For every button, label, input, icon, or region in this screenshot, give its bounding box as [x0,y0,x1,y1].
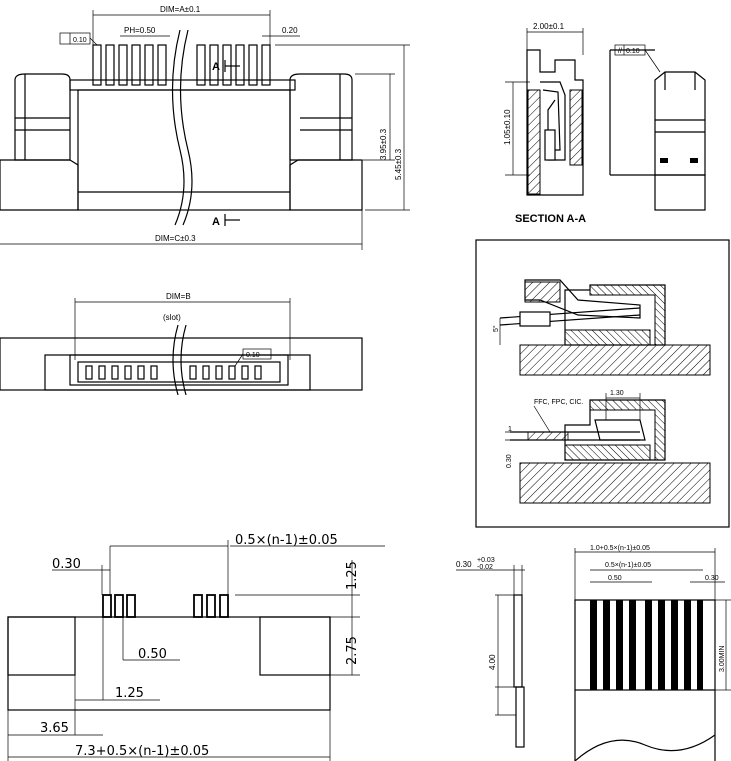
section-title: SECTION A-A [515,213,586,225]
slot-label: (slot) [163,313,181,322]
ffc-spec: 0.30 +0.03 -0.02 4.00 1.0+0.5×(n-1)±0.05… [456,545,731,761]
ffc-pitch: 0.50 [608,575,622,582]
pcb-pitch-span: 0.5×(n-1)±0.05 [235,533,338,548]
top-leads [92,44,271,86]
top-view: DIM=A±0.1 PH=0.50 0.10 0.20 [0,5,410,250]
pcb-layout: 0.5×(n-1)±0.05 0.30 1.25 2.75 0.50 [7,533,385,761]
svg-text://: // [618,48,622,55]
ffc-label: FFC, FPC, CIC. [534,399,583,406]
pitch-tolerance: 0.10 [73,37,87,44]
dim-b-label: DIM=B [166,292,191,301]
side-view: // 0.10 [609,44,706,211]
front-view: DIM=B (slot) 0.10 [0,292,363,396]
pcb-pad-space: 0.50 [138,647,167,662]
lead-width-label: 0.20 [282,26,298,35]
pcb-pad-length: 1.25 [345,561,360,590]
insert-angle: 5° [492,325,500,332]
section-width-label: 2.00±0.1 [533,22,565,31]
front-pins [85,365,262,380]
ffc-thickness: 0.30 [456,560,472,569]
pcb-height: 2.75 [345,636,360,665]
ffc-tol-lower: -0.02 [477,564,493,571]
section-view: 2.00±0.1 1.05±0.10 SECTION A-A [503,22,586,225]
ffc-overall: 1.0+0.5×(n-1)±0.05 [590,545,650,552]
ffc-thickness-label: 0.30 [506,454,513,468]
ffc-mark: 1 [508,426,512,433]
side-tolerance: 0.10 [626,48,640,55]
front-tolerance: 0.10 [246,352,260,359]
inset-detail: 5° 1.30 FFC, FPC, CIC. 1 0.30 [475,239,730,528]
ffc-length: 4.00 [488,654,497,670]
ffc-conductors [590,600,703,690]
insert-depth-label: 1.30 [610,390,624,397]
pcb-offset-2: 3.65 [40,721,69,736]
pcb-offset-1: 1.25 [115,686,144,701]
pcb-pad-width: 0.30 [52,557,81,572]
ffc-min-length: 3.00MIN [719,646,726,672]
ffc-span: 0.5×(n-1)±0.05 [605,562,651,569]
height-1-label: 3.95±0.3 [379,128,388,160]
dim-c-label: DIM=C±0.3 [155,234,196,243]
pcb-pads [102,594,229,618]
section-marker-bottom: A [212,216,220,228]
dim-a-label: DIM=A±0.1 [160,5,201,14]
section-height-label: 1.05±0.10 [503,109,512,145]
ffc-conductor: 0.30 [705,575,719,582]
ffc-tol-upper: +0.03 [477,557,495,564]
section-marker-top: A [212,61,220,73]
pcb-total-length: 7.3+0.5×(n-1)±0.05 [75,744,209,759]
height-2-label: 5.45±0.3 [394,148,403,180]
pitch-label: PH=0.50 [124,26,156,35]
